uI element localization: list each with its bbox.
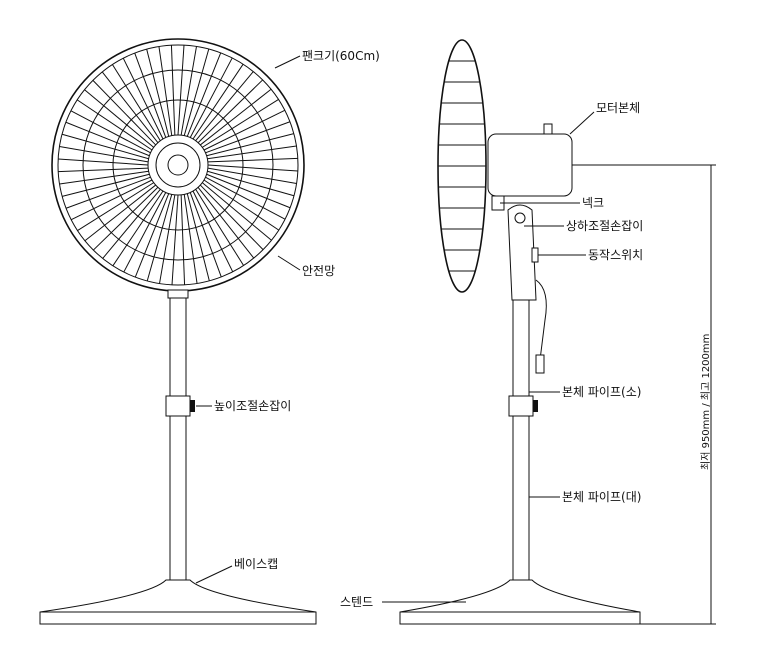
- grill-spoke: [205, 121, 291, 154]
- grill-spoke: [146, 194, 173, 282]
- grill-spoke: [180, 46, 197, 136]
- front-hub: [147, 134, 209, 196]
- grill-spoke: [199, 184, 264, 251]
- grill-spoke: [186, 52, 222, 137]
- tilt-bracket: [507, 204, 537, 301]
- pipe-small-label: 본체 파이프(소): [562, 385, 641, 399]
- front-safety-guard: [51, 38, 305, 292]
- grill-spoke: [192, 63, 244, 140]
- grill-spoke: [84, 184, 157, 242]
- front-view: 팬크기(60Cm) 안전망 높이조절손잡이 베이스캡: [39, 38, 380, 625]
- grill-spoke: [70, 179, 153, 221]
- motor-body: [487, 133, 573, 197]
- grill-spoke: [197, 186, 255, 259]
- grill-spoke: [111, 64, 161, 141]
- grill-spoke: [59, 146, 149, 163]
- grill-spoke: [207, 167, 297, 184]
- side-view: 모터본체 넥크 상하조절손잡이 동작스위치 본체 파이프(소) 본체 파이프(대…: [340, 39, 716, 625]
- front-height-knob[interactable]: [190, 400, 195, 412]
- base-cap-label: 베이스캡: [234, 557, 278, 571]
- fan-size-label: 팬크기(60Cm): [302, 49, 380, 63]
- power-cord: [535, 279, 547, 361]
- grill-spoke: [58, 167, 149, 173]
- grill-spoke: [134, 52, 167, 138]
- grill-spoke: [177, 45, 185, 136]
- grill-spoke: [192, 190, 234, 273]
- grill-spoke: [180, 194, 186, 285]
- grill-spoke: [62, 173, 150, 197]
- plug: [535, 354, 545, 374]
- grill-spoke: [84, 89, 155, 148]
- grill-spoke: [206, 173, 291, 209]
- tilt-knob-label: 상하조절손잡이: [566, 219, 643, 233]
- grill-spoke: [207, 157, 298, 163]
- grill-spoke: [170, 45, 176, 136]
- motor-body-label: 모터본체: [596, 101, 640, 115]
- stand-label: 스텐드: [340, 595, 373, 609]
- grill-spoke: [203, 109, 286, 151]
- grill-spoke: [58, 158, 149, 166]
- grill-spoke: [158, 46, 173, 136]
- grill-spoke: [77, 182, 154, 232]
- height-knob-label: 높이조절손잡이: [214, 399, 291, 413]
- grill-spoke: [76, 99, 153, 151]
- front-pipe-joint: [165, 395, 191, 417]
- grill-spoke: [203, 179, 280, 231]
- grill-spoke: [159, 194, 176, 284]
- switch[interactable]: [531, 247, 539, 263]
- grill-spoke: [134, 193, 170, 278]
- grill-spoke: [70, 110, 151, 154]
- grill-spoke: [183, 194, 198, 284]
- grill-spoke: [197, 79, 264, 144]
- grill-spoke: [207, 145, 297, 160]
- height-dimension-label: 최저 950mm / 최고 1200mm: [700, 334, 712, 470]
- grill-spoke: [186, 193, 210, 281]
- grill-spoke: [112, 190, 164, 267]
- grill-spoke: [189, 57, 233, 138]
- neck-label: 넥크: [582, 196, 604, 210]
- grill-spoke: [146, 49, 170, 137]
- grill-spoke: [171, 194, 179, 285]
- grill-spoke: [206, 133, 294, 157]
- grill-spoke: [122, 57, 164, 140]
- front-pipe: [169, 290, 187, 582]
- grill-spoke: [61, 133, 149, 160]
- tilt-knob[interactable]: [514, 212, 526, 224]
- grill-spoke: [207, 164, 298, 172]
- switch-label: 동작스위치: [588, 248, 643, 262]
- grill-spoke: [195, 189, 245, 266]
- grill-spoke: [189, 192, 222, 278]
- grill-spoke: [202, 98, 279, 148]
- grill-spoke: [102, 188, 161, 259]
- safety-guard-label: 안전망: [302, 264, 335, 278]
- grill-spoke: [205, 176, 286, 220]
- grill-spoke: [195, 71, 254, 142]
- grill-spoke: [207, 170, 295, 197]
- grill-spoke: [201, 182, 272, 241]
- grill-spoke: [199, 88, 272, 146]
- grill-spoke: [123, 192, 167, 273]
- grill-spoke: [101, 71, 159, 144]
- grill-spoke: [183, 48, 210, 136]
- pipe-large-label: 본체 파이프(대): [562, 490, 641, 504]
- grill-spoke: [92, 79, 157, 146]
- grill-spoke: [65, 121, 150, 157]
- grill-spoke: [65, 176, 151, 209]
- grill-spoke: [59, 170, 149, 185]
- grill-spoke: [92, 186, 159, 251]
- side-pipe: [512, 299, 530, 583]
- front-stand-base: [39, 579, 317, 625]
